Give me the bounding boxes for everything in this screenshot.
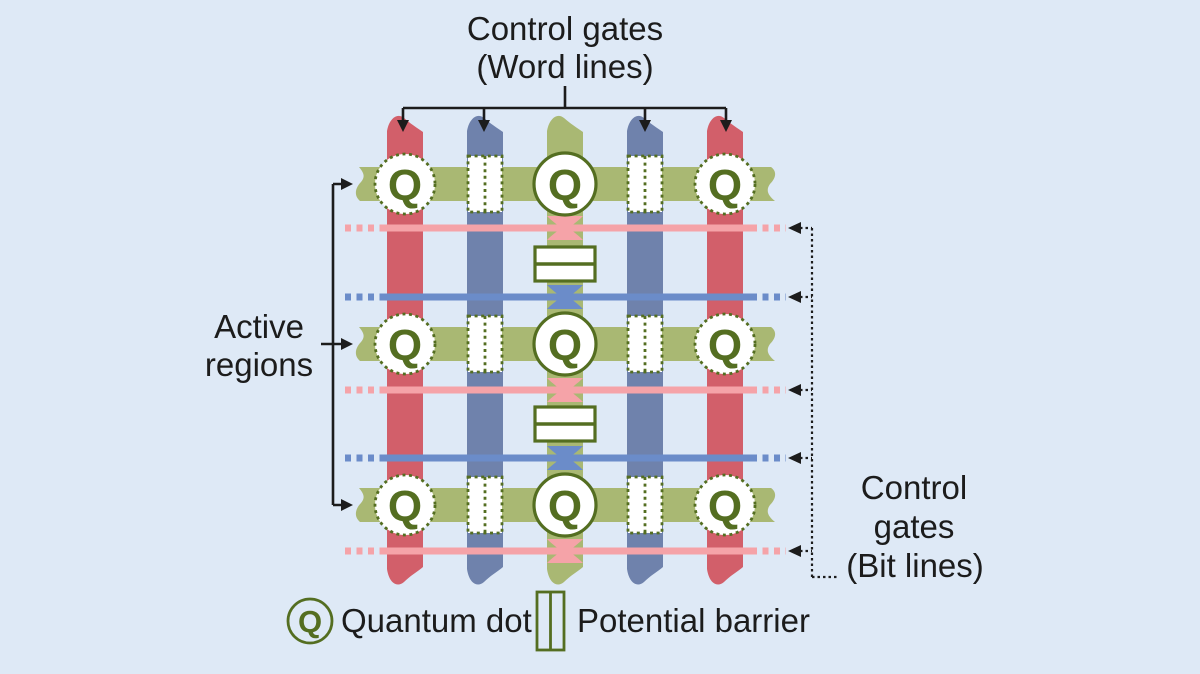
svg-text:Q: Q (548, 321, 582, 370)
left-arrow-icon (788, 222, 801, 234)
bit-lines-label-3: (Bit lines) (846, 547, 984, 584)
svg-text:Q: Q (548, 161, 582, 210)
down-arrow-icon (639, 120, 651, 132)
svg-text:Q: Q (388, 321, 422, 370)
coupling-markers (547, 216, 583, 563)
down-arrow-icon (397, 120, 409, 132)
svg-text:Q: Q (298, 604, 322, 639)
quantum-dots: Q Q Q Q Q Q Q Q (373, 151, 757, 538)
left-arrow-icon (788, 291, 801, 303)
coupling-marker-pink-2 (547, 378, 583, 402)
coupling-marker-blue-1 (547, 285, 583, 309)
potential-barrier (466, 154, 504, 214)
labels: Control gates (Word lines) Active region… (205, 10, 984, 584)
bit-lines-bracket (788, 222, 838, 579)
left-arrow-icon (788, 384, 801, 396)
quantum-dot-solid: Q (532, 151, 598, 217)
legend: Q Quantum dot Potential barrier (286, 590, 810, 652)
svg-text:Q: Q (708, 161, 742, 210)
svg-text:Q: Q (708, 321, 742, 370)
coupling-marker-blue-2 (547, 446, 583, 470)
potential-barrier (466, 475, 504, 535)
left-arrow-icon (788, 452, 801, 464)
quantum-dot-dotted: Q (373, 312, 437, 376)
quantum-dot-solid: Q (532, 472, 598, 538)
right-arrow-icon (341, 499, 353, 511)
svg-text:Q: Q (388, 161, 422, 210)
right-arrow-icon (341, 178, 353, 190)
potential-barrier (626, 314, 664, 374)
bit-lines-label-1: Control (861, 469, 967, 506)
active-regions-label-1: Active (214, 308, 304, 345)
legend-potential-barrier-label: Potential barrier (577, 602, 810, 639)
potential-barrier (626, 154, 664, 214)
svg-text:Q: Q (388, 482, 422, 531)
svg-text:Q: Q (708, 482, 742, 531)
coupling-marker-pink-1 (547, 216, 583, 240)
quantum-dot-solid: Q (532, 311, 598, 377)
bit-lines-label-2: gates (874, 508, 955, 545)
active-regions-label-2: regions (205, 346, 313, 383)
quantum-dot-dotted: Q (693, 473, 757, 537)
right-arrow-icon (341, 338, 353, 350)
inter-row-barrier-2 (533, 405, 597, 443)
down-arrow-icon (720, 120, 732, 132)
title-word-lines-1: Control gates (467, 10, 663, 47)
inter-row-barrier-1 (533, 245, 597, 283)
legend-quantum-dot-symbol: Q (286, 597, 334, 645)
quantum-dot-dotted: Q (373, 473, 437, 537)
active-regions-bracket (321, 178, 353, 511)
title-word-lines-2: (Word lines) (476, 48, 653, 85)
quantum-dot-dotted: Q (693, 312, 757, 376)
down-arrow-icon (478, 120, 490, 132)
svg-text:Q: Q (548, 482, 582, 531)
potential-barrier (466, 314, 504, 374)
coupling-marker-pink-3 (547, 539, 583, 563)
inter-row-barriers (533, 245, 597, 443)
quantum-dot-dotted: Q (693, 152, 757, 216)
potential-barrier (626, 475, 664, 535)
word-lines-bracket (397, 86, 732, 132)
potential-barriers (466, 154, 664, 535)
quantum-dot-dotted: Q (373, 152, 437, 216)
legend-quantum-dot-label: Quantum dot (341, 602, 532, 639)
legend-potential-barrier-symbol (535, 590, 566, 652)
left-arrow-icon (788, 545, 801, 557)
